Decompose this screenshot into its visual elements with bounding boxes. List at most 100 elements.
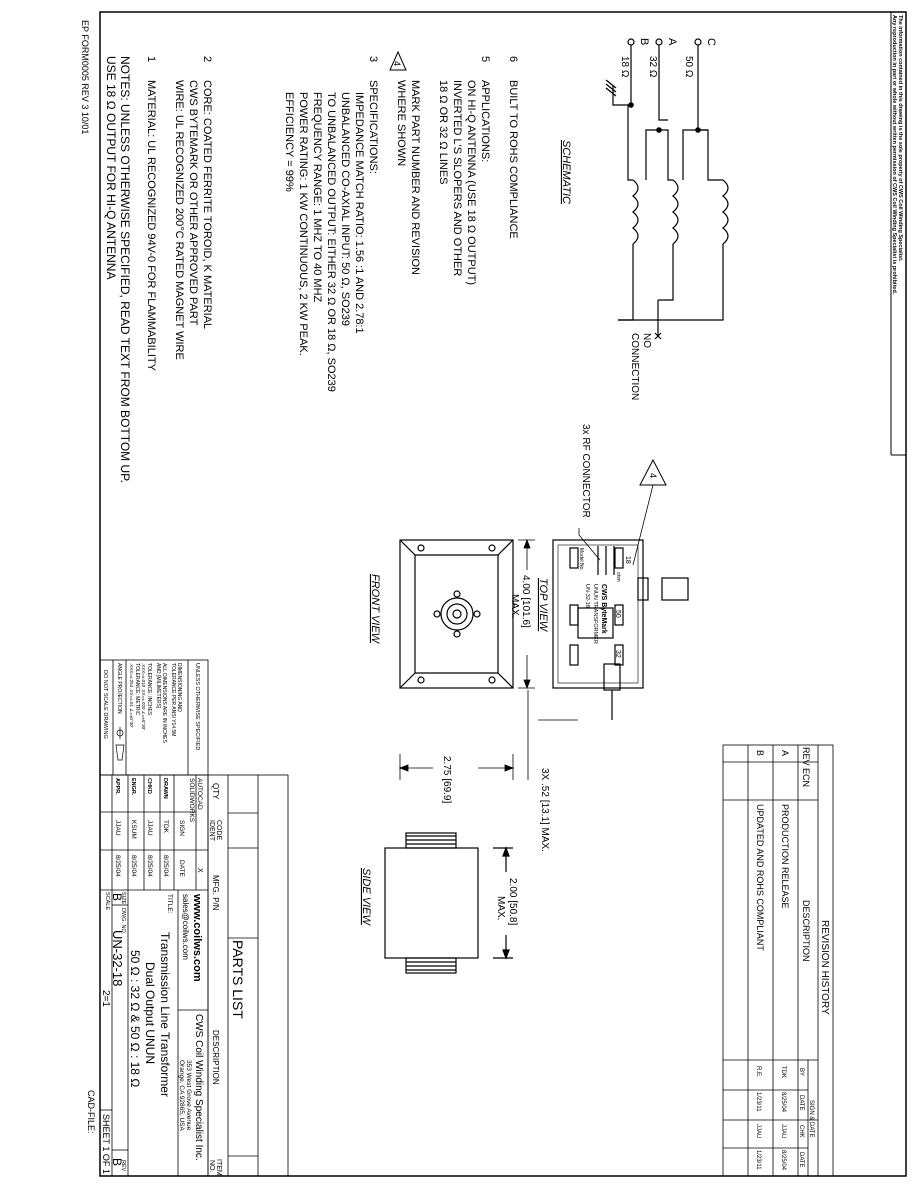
top-view-title: TOP VIEW	[537, 578, 549, 633]
no-header: NO.	[208, 1160, 215, 1173]
tol-line-6: TOLERANCE: INCHES	[146, 663, 152, 716]
note-6-text: BUILT TO ROHS COMPLIANCE	[507, 80, 519, 239]
chkd-date: 8/25/04	[146, 855, 153, 877]
terminal-c	[694, 38, 702, 46]
note-2-line-2: CWS BYTEMARK OR OTHER APPROVED PART	[187, 80, 199, 326]
title-block-text: AUTOCAD SOLIDWORKS X SIGN DATE DRAWN TDK…	[86, 778, 204, 1174]
side-view-body	[384, 847, 479, 959]
note-3-number: 3	[367, 56, 379, 62]
desc-header: DESCRIPTION	[801, 900, 811, 962]
unit-type-label: UNUN TRANSFORMER	[592, 584, 598, 644]
scale-value: 2=1	[100, 990, 111, 1007]
note-3-line-1: EFFICIENCY = 99%	[283, 92, 295, 192]
drawing-title-3: 50 Ω : 32 Ω & 50 Ω : 18 Ω	[128, 950, 142, 1087]
note-2-line-1: WIRE: UL RECOGNIZED 200°C RATED MAGNET W…	[173, 80, 185, 360]
term-c-label: C	[705, 38, 717, 46]
autocad-label: AUTOCAD	[196, 778, 203, 810]
revision-history	[722, 744, 834, 1177]
date2-header: DATE	[798, 1152, 804, 1168]
projection-symbol	[115, 727, 125, 761]
note-3-line-5: UNBALANCED CO-AXIAL INPUT: 50 Ω, SO239	[339, 92, 351, 326]
note-3-line-3: FREQUENCY RANGE: 1 MHZ TO 40 MHZ	[311, 92, 323, 303]
appr-by: JJAU	[114, 820, 121, 836]
label-32: 32	[614, 650, 621, 658]
top-view-body	[552, 539, 644, 689]
tol-line-11: DO NOT SCALE DRAWING	[102, 670, 108, 739]
engr-label: ENGR.	[130, 778, 136, 796]
dim-width-max: MAX.	[509, 594, 520, 618]
parts-list	[207, 774, 289, 1177]
notice-line-2: Any reproduction in part or whole withou…	[891, 15, 897, 295]
label-50-ohm: 50 Ω	[683, 56, 694, 78]
company-email: sales@coilws.com	[181, 894, 190, 960]
front-view-body	[399, 539, 514, 689]
note-4-line-2: MARK PART NUMBER AND REVISION	[409, 80, 421, 275]
schematic-labels: SCHEMATIC C A B 50 Ω 32 Ω 18 Ω NO CONNEC…	[560, 38, 717, 400]
dim-height-max: MAX.	[495, 896, 506, 920]
front-connector	[440, 597, 474, 631]
appr-label: APPR.	[114, 778, 120, 795]
row-b-date2: 1/23/11	[755, 1150, 761, 1170]
note-3-line-4: TO UNBALANCED OUTPUT: EITHER 32 Ω OR 18 …	[325, 92, 337, 392]
drawn-label: DRAWN	[162, 778, 168, 799]
tol-line-8: TOLERANCE: METRIC	[134, 663, 140, 716]
by-header: BY	[798, 1068, 804, 1076]
row-a-by: TDK	[780, 1066, 786, 1078]
connector-32	[661, 577, 689, 601]
notes-hi-q: USE 18 Ω OUTPUT FOR HI-Q ANTENNA	[104, 56, 118, 279]
tol-line-9: .XXX=±.254 .XX=±.51 ∠=±0°30'	[129, 663, 134, 728]
dimension-labels: 4.00 [101.6] MAX. 2.75 [69.9] 3X .52 [13…	[441, 575, 550, 852]
dwg-number: UN-32-18	[110, 930, 125, 986]
no-label: NO	[641, 333, 652, 348]
notes-header: NOTES: UNLESS OTHERWISE SPECIFIED, READ …	[118, 56, 132, 483]
top-view-flag-number: 4	[648, 473, 658, 478]
ohm-label: ohm	[615, 572, 621, 582]
chk-header: CHK	[798, 1125, 804, 1138]
row-b-date: 1/23/11	[755, 1092, 761, 1112]
wire-c	[697, 45, 708, 131]
connection-label: CONNECTION	[629, 333, 640, 400]
schematic-title: SCHEMATIC	[560, 140, 572, 204]
engr-by: KSUM	[130, 820, 137, 839]
size-value: B	[110, 893, 124, 901]
front-view	[399, 539, 514, 689]
coil-2	[672, 179, 679, 245]
tol-line-3: TOLERANCE PER ANSI Y14.5M	[170, 663, 176, 736]
tol-line-1: UNLESS OTHERWISE SPECIFIED	[194, 663, 200, 750]
row-b-by: R.E.	[755, 1066, 761, 1078]
row-a-desc: PRODUCTION RELEASE	[780, 804, 790, 909]
row-a-date2: 8/25/04	[780, 1150, 786, 1171]
note-5-number: 5	[479, 56, 491, 62]
model-no-label: Model No.	[578, 548, 584, 571]
form-id: EP FORM0005 REV 3 10/01	[80, 20, 90, 134]
company-address-1: 353 West Grove Avenue	[185, 1060, 192, 1131]
tol-line-4: ALL DIMENSIONS ARE IN INCHES	[161, 663, 167, 743]
coil-3	[632, 179, 639, 245]
dim-depth: 2.75 [69.9]	[441, 756, 452, 803]
note-5-line-2: INVERTED L'S SLOPERS AND OTHER	[451, 80, 463, 276]
parts-title: PARTS LIST	[230, 940, 246, 1019]
company-name: CWS Coil Winding Specialist Inc.	[193, 1014, 204, 1161]
note-5-line-1: 18 Ω OR 32 Ω LINES	[437, 80, 449, 185]
coil-1	[722, 179, 729, 245]
company-website: www.coilws.com	[191, 893, 203, 982]
wire-a	[658, 45, 668, 121]
tolerance-text: UNLESS OTHERWISE SPECIFIED DIMENSIONING …	[102, 663, 200, 761]
cad-file: CAD-FILE:	[86, 1090, 96, 1134]
date-header: DATE	[798, 1095, 804, 1111]
title-block	[99, 774, 209, 1177]
note-6-number: 6	[507, 56, 519, 62]
row-a-rev: A	[780, 750, 790, 756]
size-label: SIZE	[120, 892, 126, 905]
tol-line-7: .XXX=±.010 .XX=±.020 ∠=±0°30'	[141, 663, 146, 730]
tolerance-block	[99, 659, 209, 776]
drawn-by: TDK	[162, 820, 169, 834]
ecn-header: ECN	[801, 768, 811, 787]
schematic	[605, 38, 729, 340]
appr-date: 8/25/04	[114, 855, 121, 877]
notes: 6 BUILT TO ROHS COMPLIANCE 5 APPLICATION…	[104, 50, 519, 483]
note-3-line-7: SPECIFICATIONS:	[367, 80, 379, 174]
row-a-chk: JJAU	[780, 1124, 786, 1138]
note-3-line-2: POWER RATING: 1 KW CONTINUOUS, 2 KW PEAK…	[297, 92, 309, 356]
